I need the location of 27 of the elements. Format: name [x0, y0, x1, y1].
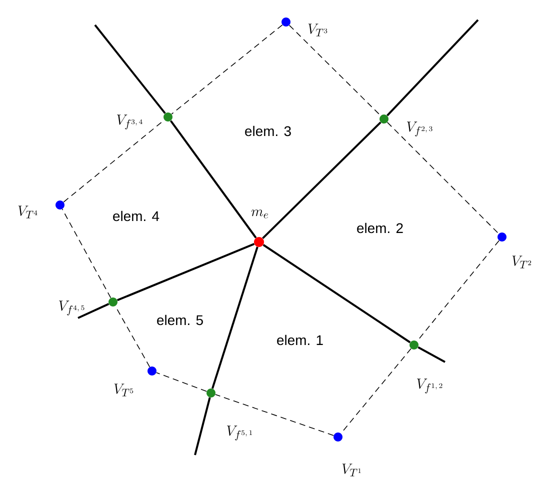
vertex-label: $V_{f^{4,\,5}}$: [59, 300, 84, 316]
dual-cell-edge: [62, 208, 112, 298]
vertex-label: $V_{f^{5,\,1}}$: [227, 426, 252, 440]
vertex-label: $V_{T^{1}}$: [342, 464, 361, 476]
vertex-label: $V_{f^{1,\,2}}$: [417, 378, 442, 394]
mesh-line: [262, 244, 411, 344]
vertex-label: $V_{f^{3,\,4}}$: [117, 114, 142, 130]
dual-cell-edge: [288, 24, 382, 116]
element-label: elem. 4: [113, 210, 160, 222]
vertex-label: $V_{f^{2,\,3}}$: [407, 122, 432, 136]
mesh-line: [211, 246, 258, 389]
mesh-line: [170, 120, 257, 238]
element-label: elem. 3: [245, 126, 291, 136]
vertex-label: $V_{T^{2}}$: [512, 256, 532, 268]
dual-cell-edge: [386, 122, 500, 234]
vertex-label: $V_{T^{3}}$: [308, 24, 328, 36]
vertex-label: $V_{T^{4}}$: [18, 206, 38, 218]
element-label: elem. 2: [357, 222, 403, 234]
dual-cell-edge: [215, 394, 334, 436]
dual-cell-edge: [156, 372, 207, 392]
mesh-line: [116, 243, 255, 302]
element-label: elem. 1: [277, 334, 323, 346]
vertex-label: $V_{T^{5}}$: [114, 384, 134, 396]
vertex-label: $m_{e}$: [251, 210, 268, 218]
mesh-line: [262, 122, 382, 240]
element-label: elem. 5: [157, 314, 203, 326]
dual-cell-edge: [171, 24, 283, 114]
